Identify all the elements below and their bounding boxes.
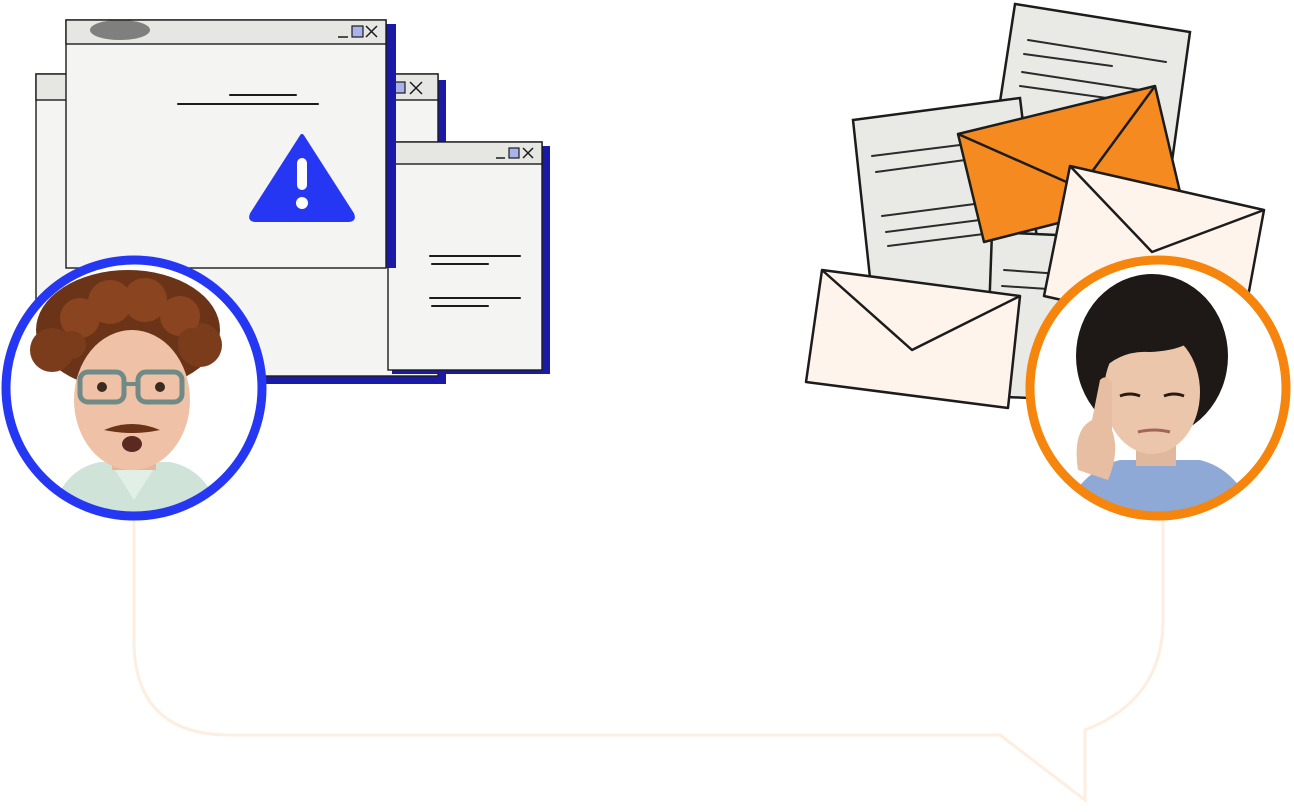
close-icon[interactable] [522, 147, 534, 159]
envelope-icon [804, 268, 1022, 410]
close-icon[interactable] [409, 81, 423, 95]
warning-triangle-icon [249, 134, 355, 222]
noise-smudge [90, 20, 150, 40]
maximize-icon[interactable] [508, 147, 520, 159]
avatar-surprised-person [1, 255, 267, 521]
popup-window-right [387, 141, 550, 374]
close-icon[interactable] [365, 25, 378, 38]
avatar-ring-orange [1025, 255, 1291, 521]
avatar-thinking-person [1025, 255, 1291, 521]
speech-connector [132, 520, 1165, 804]
avatar-ring-blue [1, 255, 267, 521]
popup-window-group [35, 19, 550, 384]
popup-window-front [65, 19, 396, 269]
maximize-icon[interactable] [351, 25, 364, 38]
